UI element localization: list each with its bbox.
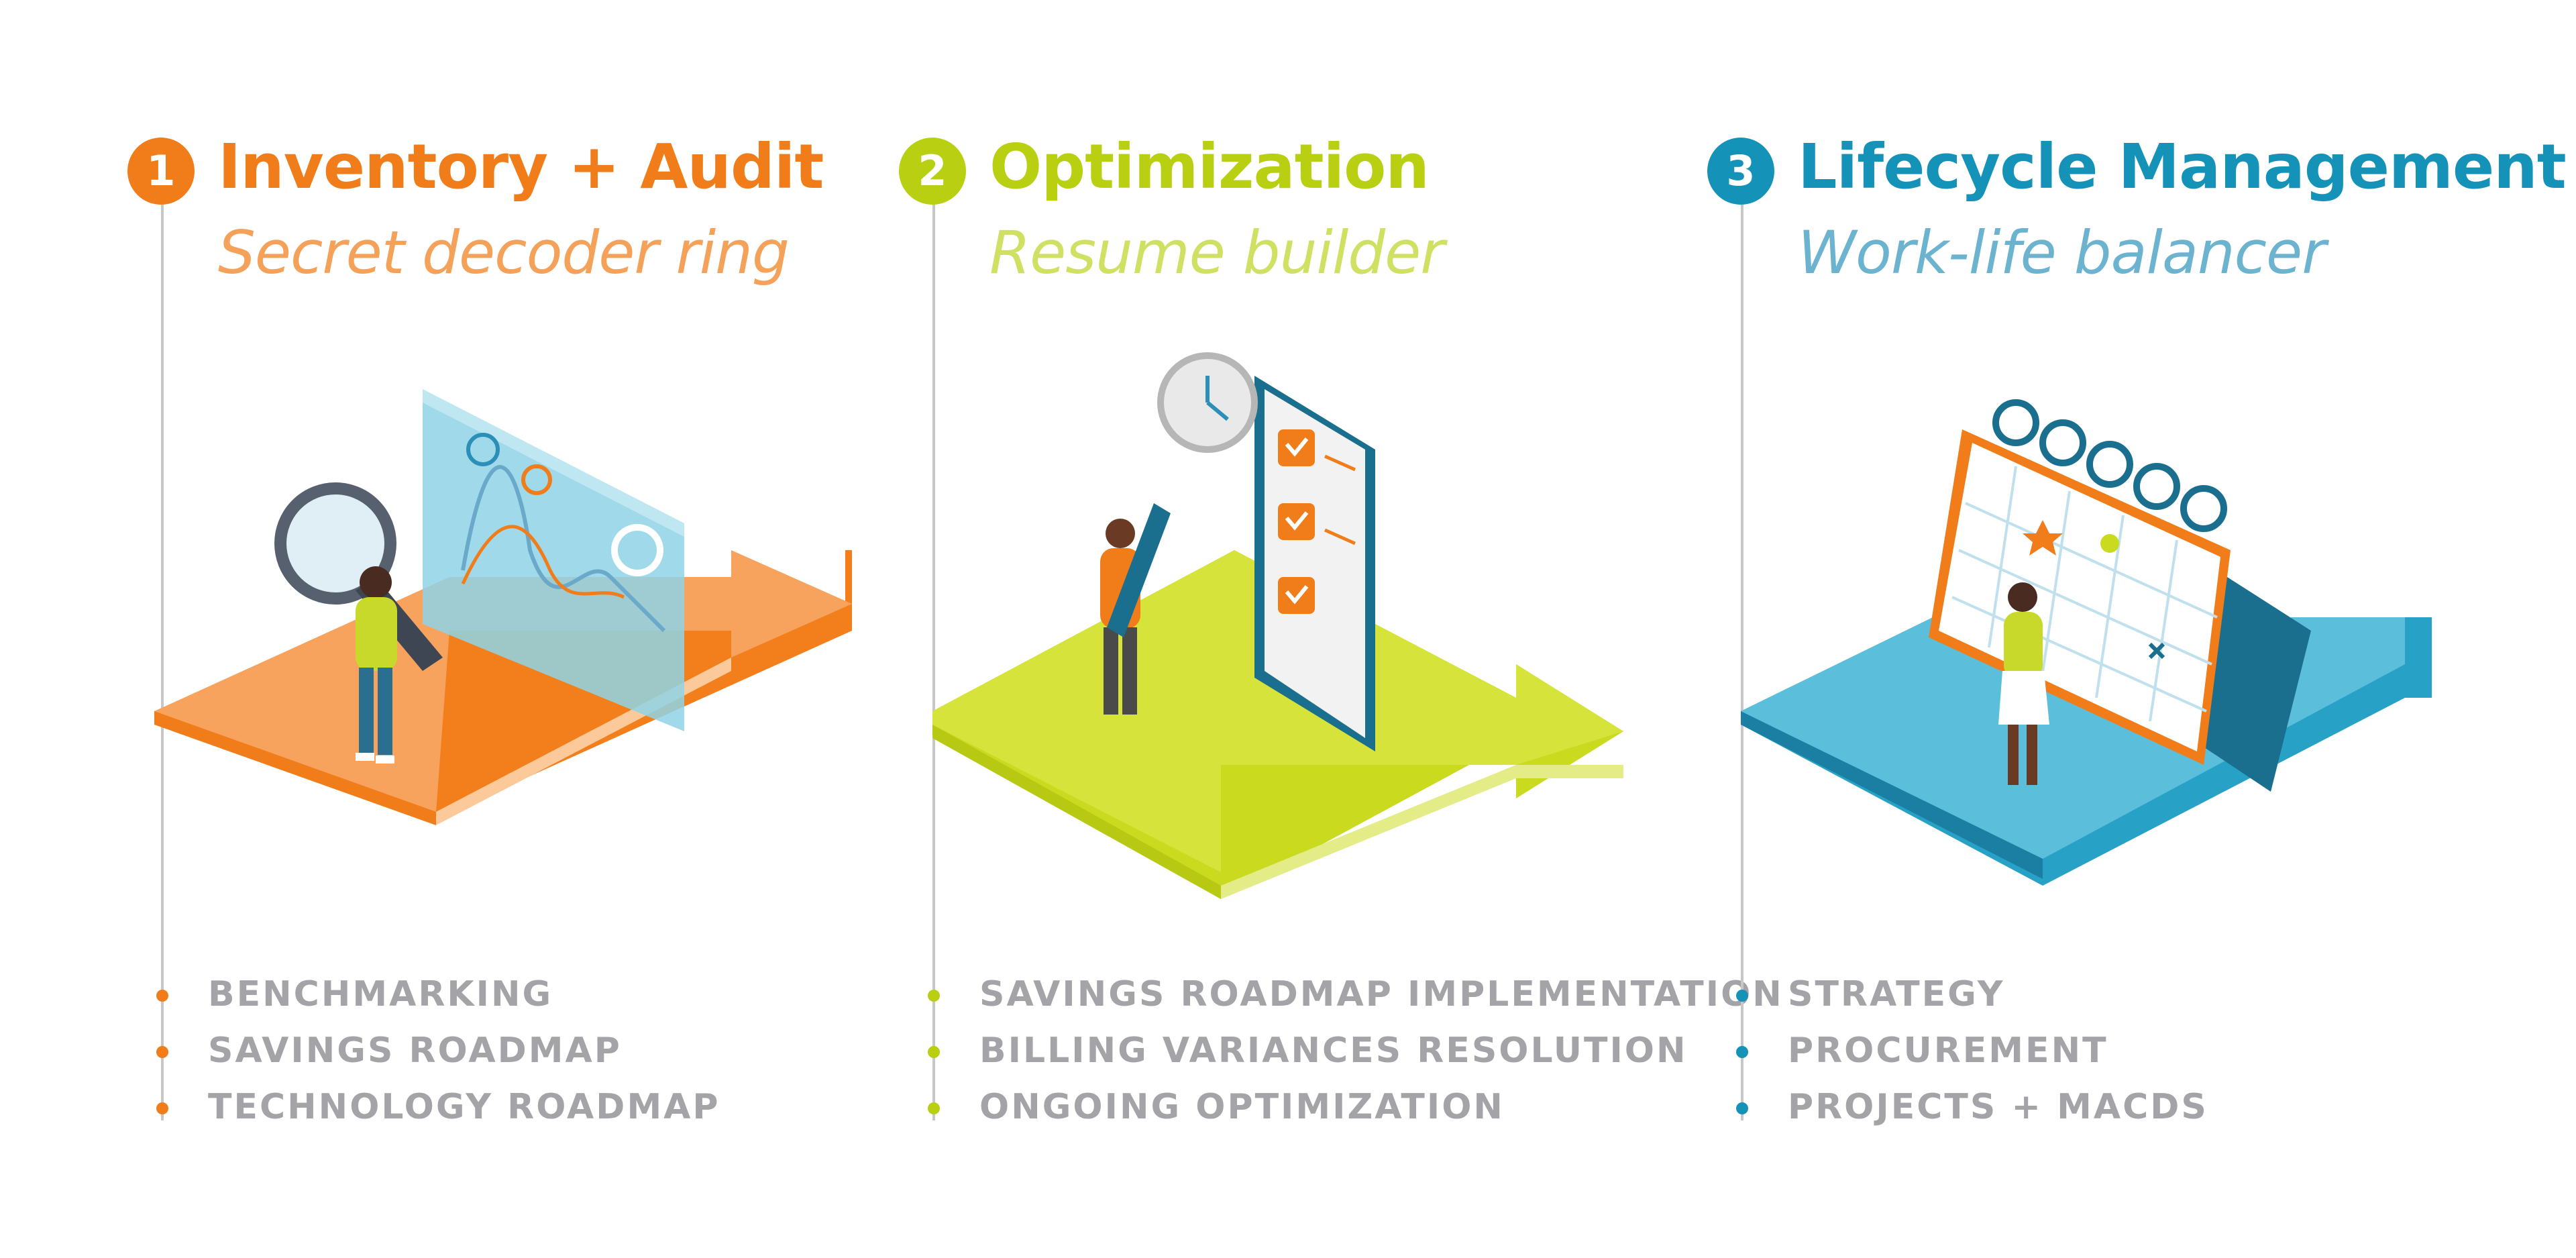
step-2-timeline-line bbox=[932, 195, 935, 1120]
list-item-label: TECHNOLOGY ROADMAP bbox=[208, 1087, 720, 1127]
step-3: 3 Lifecycle Management Work-life balance… bbox=[1707, 0, 2567, 1258]
list-item-label: ONGOING OPTIMIZATION bbox=[979, 1087, 1505, 1127]
list-item: ONGOING OPTIMIZATION bbox=[928, 1079, 1784, 1135]
list-item-label: BENCHMARKING bbox=[208, 974, 553, 1014]
optimization-illustration bbox=[932, 352, 1623, 899]
list-item: TECHNOLOGY ROADMAP bbox=[156, 1079, 720, 1135]
step-1: 1 Inventory + Audit Secret decoder ring bbox=[127, 0, 966, 1258]
step-3-items: STRATEGY PROCUREMENT PROJECTS + MACDS bbox=[1736, 966, 2208, 1135]
list-item-label: PROJECTS + MACDS bbox=[1788, 1087, 2208, 1127]
person-figure bbox=[1998, 582, 2049, 785]
list-item-label: PROCUREMENT bbox=[1788, 1031, 2108, 1071]
list-item: BENCHMARKING bbox=[156, 966, 720, 1023]
list-item-label: STRATEGY bbox=[1788, 974, 2005, 1014]
step-1-subtitle: Secret decoder ring bbox=[218, 218, 790, 287]
inventory-audit-illustration bbox=[154, 389, 852, 825]
calendar-icon bbox=[1929, 399, 2311, 792]
step-1-items: BENCHMARKING SAVINGS ROADMAP TECHNOLOGY … bbox=[156, 966, 720, 1135]
step-2-number-badge: 2 bbox=[899, 138, 966, 205]
smartphone-checklist-icon bbox=[1254, 376, 1375, 751]
list-item: SAVINGS ROADMAP bbox=[156, 1023, 720, 1079]
step-3-title: Lifecycle Management bbox=[1798, 131, 2567, 203]
list-item: SAVINGS ROADMAP IMPLEMENTATION bbox=[928, 966, 1784, 1023]
analytics-dashboard-screen bbox=[423, 389, 684, 731]
step-3-subtitle: Work-life balancer bbox=[1798, 218, 2326, 287]
person-figure bbox=[356, 566, 397, 764]
step-1-title: Inventory + Audit bbox=[218, 131, 824, 203]
step-2: 2 Optimization Resume builder bbox=[899, 0, 1782, 1258]
step-2-items: SAVINGS ROADMAP IMPLEMENTATION BILLING V… bbox=[928, 966, 1784, 1135]
step-1-number-badge: 1 bbox=[127, 138, 195, 205]
list-item: PROCUREMENT bbox=[1736, 1023, 2208, 1079]
step-2-subtitle: Resume builder bbox=[989, 218, 1444, 287]
step-1-timeline-line bbox=[161, 195, 164, 1120]
lifecycle-management-illustration bbox=[1741, 399, 2432, 886]
step-3-timeline-line bbox=[1741, 195, 1743, 1120]
step-3-number-badge: 3 bbox=[1707, 138, 1774, 205]
step-2-title: Optimization bbox=[989, 131, 1430, 203]
list-item: STRATEGY bbox=[1736, 966, 2208, 1023]
list-item: BILLING VARIANCES RESOLUTION bbox=[928, 1023, 1784, 1079]
clock-icon bbox=[1157, 352, 1258, 453]
list-item-label: SAVINGS ROADMAP bbox=[208, 1031, 622, 1071]
list-item-label: SAVINGS ROADMAP IMPLEMENTATION bbox=[979, 974, 1784, 1014]
list-item: PROJECTS + MACDS bbox=[1736, 1079, 2208, 1135]
person-with-pencil bbox=[1100, 503, 1171, 715]
list-item-label: BILLING VARIANCES RESOLUTION bbox=[979, 1031, 1688, 1071]
